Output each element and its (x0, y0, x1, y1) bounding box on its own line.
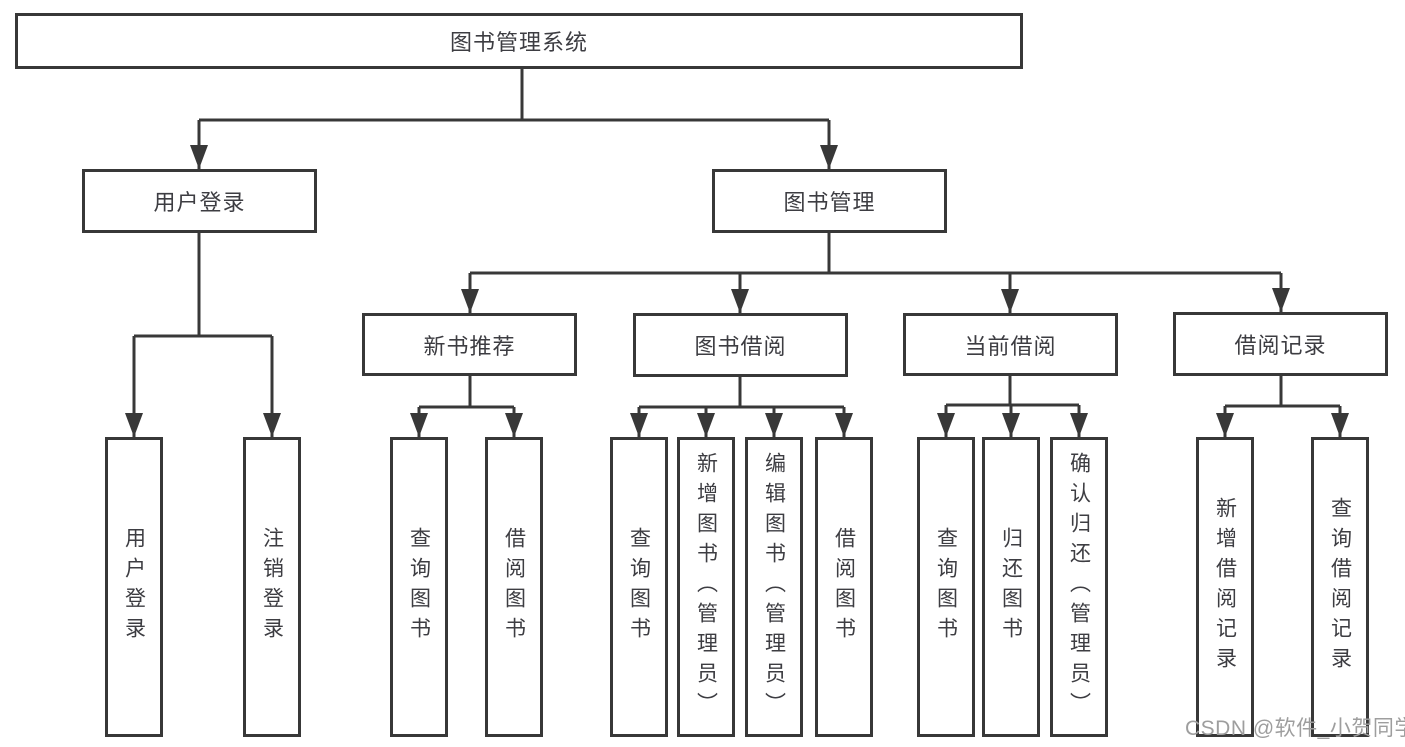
leaf-nbr-query-books-label: 查询图书 (407, 527, 431, 647)
node-user-login-label: 用户登录 (153, 190, 246, 215)
leaf-user-login-label: 用户登录 (122, 527, 146, 647)
leaf-cb-confirm-return-admin: 确认归还（管理员） (1050, 437, 1108, 737)
leaf-nbr-borrow-books: 借阅图书 (485, 437, 543, 737)
leaf-bb-query-books: 查询图书 (610, 437, 668, 737)
leaf-br-query-record: 查询借阅记录 (1311, 437, 1369, 737)
node-book-mgmt-label: 图书管理 (783, 190, 876, 215)
leaf-br-add-record: 新增借阅记录 (1196, 437, 1254, 737)
node-current-borrow-label: 当前借阅 (964, 333, 1057, 359)
leaf-user-login: 用户登录 (105, 437, 163, 737)
leaf-bb-add-books-admin: 新增图书（管理员） (677, 437, 735, 737)
node-new-book-rec: 新书推荐 (362, 313, 577, 376)
leaf-cb-confirm-return-admin-label: 确认归还（管理员） (1067, 452, 1091, 722)
leaf-br-add-record-label: 新增借阅记录 (1213, 497, 1237, 677)
node-root-label: 图书管理系统 (449, 30, 588, 55)
node-root: 图书管理系统 (15, 13, 1023, 69)
leaf-bb-query-books-label: 查询图书 (627, 527, 651, 647)
leaf-nbr-query-books: 查询图书 (390, 437, 448, 737)
leaf-bb-borrow-books-label: 借阅图书 (832, 527, 856, 647)
leaf-br-query-record-label: 查询借阅记录 (1328, 497, 1352, 677)
node-book-mgmt: 图书管理 (712, 169, 947, 233)
leaf-cb-return-books-label: 归还图书 (999, 527, 1023, 647)
node-new-book-rec-label: 新书推荐 (423, 333, 516, 359)
node-borrow-records: 借阅记录 (1173, 312, 1388, 376)
node-current-borrow: 当前借阅 (903, 313, 1118, 376)
leaf-cb-query-books: 查询图书 (917, 437, 975, 737)
node-book-borrow-label: 图书借阅 (694, 334, 787, 359)
leaf-bb-add-books-admin-label: 新增图书（管理员） (694, 452, 718, 722)
node-user-login: 用户登录 (82, 169, 317, 233)
leaf-logout: 注销登录 (243, 437, 301, 737)
node-book-borrow: 图书借阅 (633, 313, 848, 377)
leaf-bb-edit-books-admin-label: 编辑图书（管理员） (762, 452, 786, 722)
leaf-cb-return-books: 归还图书 (982, 437, 1040, 737)
leaf-nbr-borrow-books-label: 借阅图书 (502, 527, 526, 647)
node-borrow-records-label: 借阅记录 (1234, 333, 1327, 358)
csdn-watermark: CSDN @软件_小贺同学 (1185, 717, 1405, 740)
leaf-logout-label: 注销登录 (260, 527, 284, 647)
leaf-bb-edit-books-admin: 编辑图书（管理员） (745, 437, 803, 737)
leaf-cb-query-books-label: 查询图书 (934, 527, 958, 647)
leaf-bb-borrow-books: 借阅图书 (815, 437, 873, 737)
